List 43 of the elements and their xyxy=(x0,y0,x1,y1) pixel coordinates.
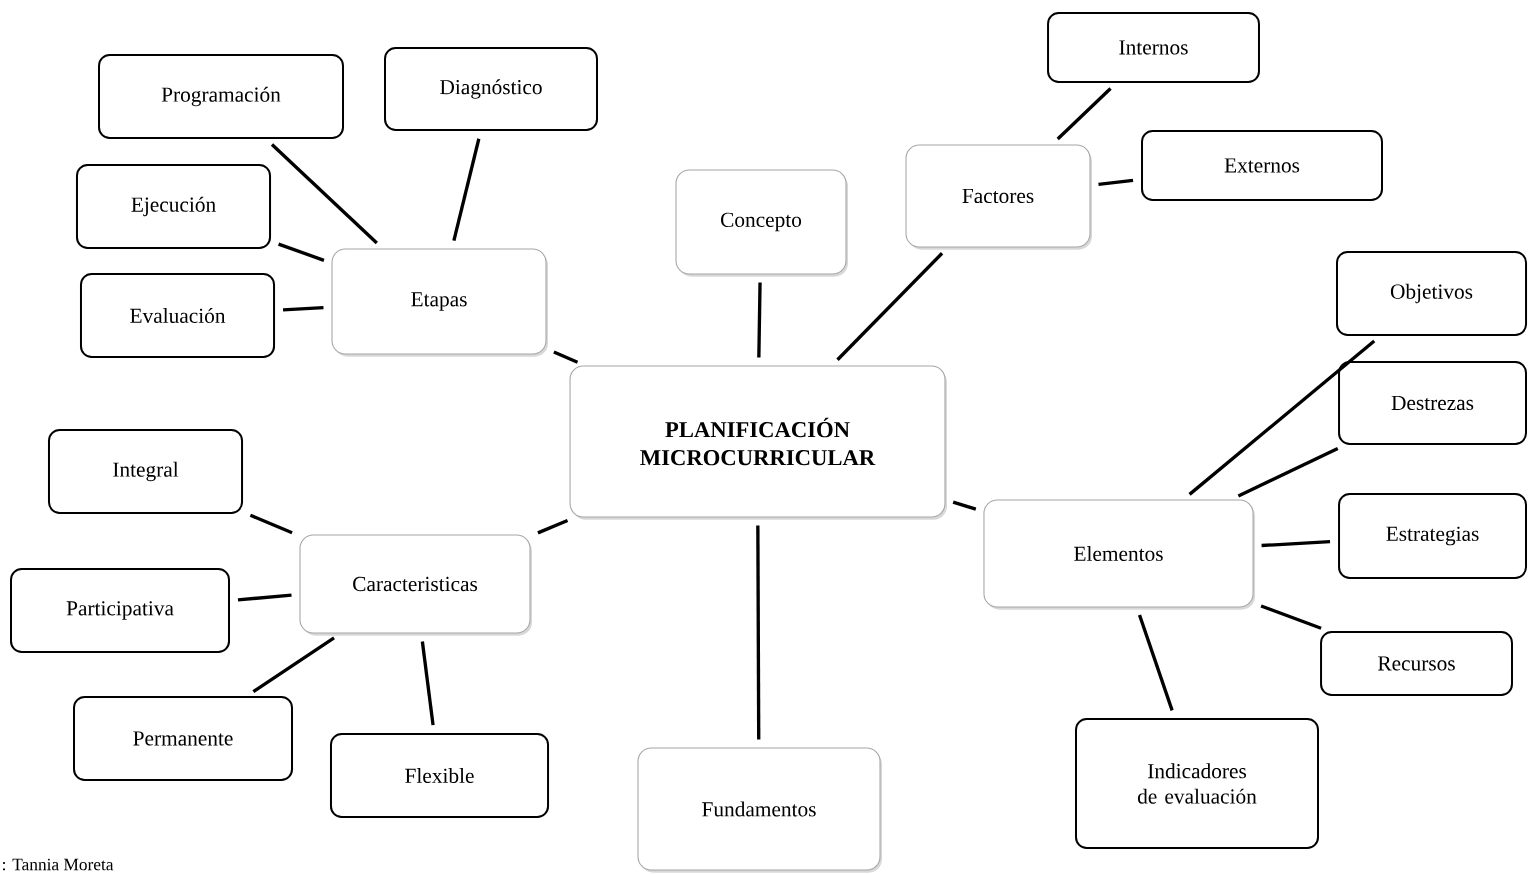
topic-box: Etapas xyxy=(331,248,548,357)
central-topic-box: PLANIFICACIÓN MICROCURRICULAR xyxy=(569,365,947,520)
connector-line xyxy=(1261,540,1331,548)
subtopic-box: Indicadores de evaluación xyxy=(1075,717,1319,850)
topic-box: Fundamentos xyxy=(637,747,882,873)
subtopic-box: Flexible xyxy=(330,733,550,818)
connector-line xyxy=(249,513,293,535)
connector-line xyxy=(420,641,435,726)
connector-line xyxy=(553,350,579,364)
subtopic-box: Integral xyxy=(48,429,244,514)
connector-line xyxy=(1260,604,1322,630)
subtopic-box: Estrategias xyxy=(1338,493,1527,579)
connector-line xyxy=(1098,178,1134,186)
topic-box: Factores xyxy=(905,144,1092,250)
subtopic-box: Objetivos xyxy=(1335,251,1528,336)
subtopic-box: Ejecución xyxy=(76,164,272,249)
connector-line xyxy=(1137,614,1174,711)
connector-line xyxy=(278,242,325,262)
subtopic-box: Destrezas xyxy=(1338,361,1527,445)
subtopic-box: Externos xyxy=(1141,129,1383,202)
connector-line xyxy=(756,525,761,740)
subtopic-box: Recursos xyxy=(1320,631,1513,696)
connector-line xyxy=(836,252,944,361)
subtopic-box: Participativa xyxy=(10,568,230,653)
connector-line xyxy=(1056,87,1112,141)
connector-line xyxy=(452,138,481,242)
topic-box: Concepto xyxy=(675,169,848,277)
connector-line xyxy=(537,519,569,535)
subtopic-box: Permanente xyxy=(73,696,293,781)
connector-line xyxy=(282,306,324,312)
subtopic-box: Diagnóstico xyxy=(384,47,598,131)
connector-line xyxy=(1237,446,1339,498)
topic-box: Caracteristicas xyxy=(299,534,532,636)
connector-line xyxy=(757,282,762,358)
subtopic-box: Programación xyxy=(98,54,344,139)
connector-line xyxy=(252,636,335,693)
source-note: : Tannia Moreta xyxy=(3,858,114,871)
subtopic-box: Evaluación xyxy=(80,273,276,358)
connector-line xyxy=(1188,339,1376,496)
connector-line xyxy=(952,500,977,511)
topic-box: Elementos xyxy=(983,499,1256,610)
subtopic-box: Internos xyxy=(1047,11,1260,84)
connector-line xyxy=(237,593,292,602)
